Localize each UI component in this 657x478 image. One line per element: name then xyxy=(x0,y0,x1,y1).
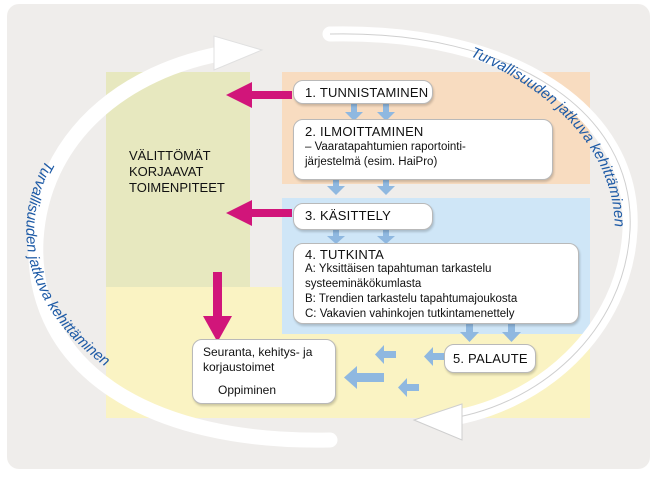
step-investigate-box: 4. TUTKINTA A: Yksittäisen tapahtuman ta… xyxy=(293,243,579,324)
step-handle-box: 3. KÄSITTELY xyxy=(293,203,433,230)
followup-box: Seuranta, kehitys- ja korjaustoimet Oppi… xyxy=(192,339,336,404)
immediate-actions-line3: TOIMENPITEET xyxy=(129,180,225,195)
cycle-arrowhead-bottom xyxy=(412,403,463,441)
step-investigate-title: 4. TUTKINTA xyxy=(305,247,385,262)
step-identify-title: 1. TUNNISTAMINEN xyxy=(305,85,429,100)
step-investigate-line-a1: A: Yksittäisen tapahtuman tarkastelu xyxy=(305,263,492,275)
magenta-arrow-from-handle xyxy=(226,200,292,226)
cycle-arrowhead-top xyxy=(213,35,264,71)
immediate-actions-line1: VÄLITTÖMÄT xyxy=(129,148,211,163)
step-identify-box: 1. TUNNISTAMINEN xyxy=(293,80,433,104)
cycle-ring-left xyxy=(28,44,338,448)
immediate-actions-label: VÄLITTÖMÄT KORJAAVAT TOIMENPITEET xyxy=(129,148,225,196)
step-feedback-title: 5. PALAUTE xyxy=(453,351,528,366)
step-investigate-line-c: C: Vakavien vahinkojen tutkintamenettely xyxy=(305,308,515,320)
step-handle-title: 3. KÄSITTELY xyxy=(305,208,391,223)
blue-arrows-down xyxy=(327,104,521,342)
followup-line2: korjaustoimet xyxy=(203,360,275,374)
immediate-actions-line2: KORJAAVAT xyxy=(129,164,204,179)
magenta-arrow-down-to-followup xyxy=(203,272,232,342)
cycle-label-left: Turvallisuuden jatkuva kehittäminen xyxy=(22,158,113,370)
blue-arrows-left xyxy=(344,345,445,397)
followup-line3: Oppiminen xyxy=(218,383,277,397)
step-investigate-line-b: B: Trendien tarkastelu tapahtumajoukosta xyxy=(305,293,518,305)
step-feedback-box: 5. PALAUTE xyxy=(444,344,536,373)
step-investigate-line-a2: systeeminäkökumlasta xyxy=(305,278,422,290)
step-report-line2: järjestelmä (esim. HaiPro) xyxy=(305,156,438,168)
magenta-arrow-from-identify xyxy=(226,82,292,108)
step-report-line1: – Vaaratapahtumien raportointi- xyxy=(305,141,466,153)
step-report-box: 2. ILMOITTAMINEN – Vaaratapahtumien rapo… xyxy=(293,119,553,180)
step-report-title: 2. ILMOITTAMINEN xyxy=(305,124,424,139)
followup-line1: Seuranta, kehitys- ja xyxy=(203,345,313,359)
cycle-ring-outline xyxy=(329,33,631,421)
